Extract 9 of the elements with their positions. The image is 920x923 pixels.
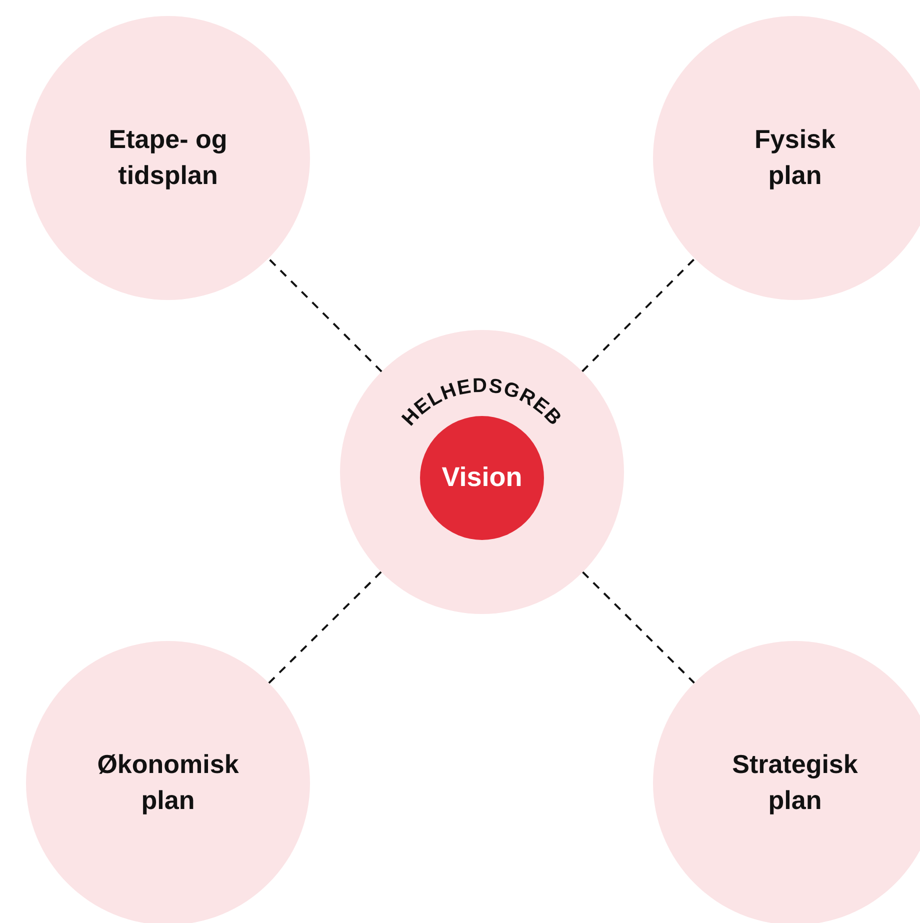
- dashed-connector: [268, 571, 382, 684]
- node-label: Økonomisk plan: [96, 748, 240, 817]
- dashed-connector: [582, 571, 695, 684]
- dashed-connector: [268, 258, 382, 372]
- node-label: Etape- og tidsplan: [108, 123, 228, 192]
- node-label: Fysisk plan: [754, 123, 836, 192]
- dashed-connector: [582, 258, 696, 372]
- node-label: Vision: [440, 461, 524, 494]
- node-label: Strategisk plan: [731, 748, 859, 817]
